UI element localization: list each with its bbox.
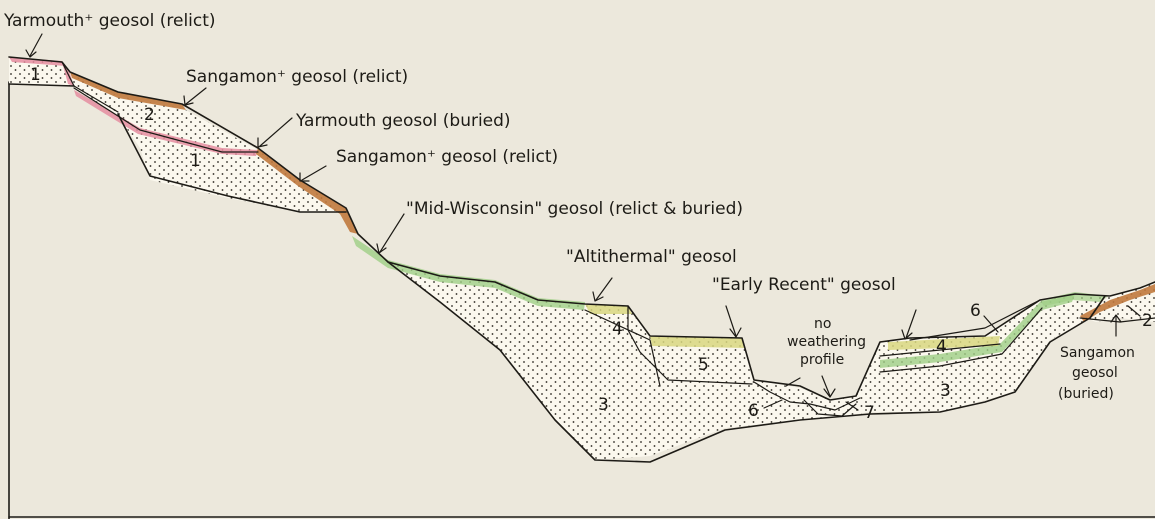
unit-number-7: 7 bbox=[864, 403, 875, 423]
unit-number-1-top: 1 bbox=[30, 65, 41, 85]
label-yarmouth-buried: Yarmouth geosol (buried) bbox=[295, 111, 511, 131]
label-no-weathering-3: profile bbox=[800, 352, 844, 368]
label-sangamon-relict-upper: Sangamon⁺ geosol (relict) bbox=[186, 67, 408, 87]
unit-number-3-left: 3 bbox=[598, 395, 609, 415]
unit-number-3-right: 3 bbox=[940, 381, 951, 401]
unit-number-4-left: 4 bbox=[612, 319, 623, 339]
label-no-weathering-2: weathering bbox=[787, 334, 866, 350]
unit-number-4-right: 4 bbox=[936, 337, 947, 357]
label-altithermal: "Altithermal" geosol bbox=[566, 247, 737, 267]
label-sangamon-buried-3: (buried) bbox=[1058, 386, 1114, 402]
unit-number-5: 5 bbox=[698, 355, 709, 375]
label-mid-wisconsin: "Mid-Wisconsin" geosol (relict & buried) bbox=[406, 199, 743, 219]
label-no-weathering-1: no bbox=[814, 316, 831, 332]
label-sangamon-buried-2: geosol bbox=[1072, 365, 1118, 381]
unit-number-6-right: 6 bbox=[970, 301, 981, 321]
unit-number-2-right: 2 bbox=[1142, 311, 1153, 331]
unit-number-2: 2 bbox=[144, 105, 155, 125]
label-sangamon-relict-lower: Sangamon⁺ geosol (relict) bbox=[336, 147, 558, 167]
label-yarmouth-relict: Yarmouth⁺ geosol (relict) bbox=[3, 11, 216, 31]
unit-number-1-mid: 1 bbox=[190, 151, 201, 171]
unit-number-6-bottom: 6 bbox=[748, 401, 759, 421]
label-sangamon-buried-1: Sangamon bbox=[1060, 345, 1135, 361]
label-early-recent: "Early Recent" geosol bbox=[712, 275, 896, 295]
